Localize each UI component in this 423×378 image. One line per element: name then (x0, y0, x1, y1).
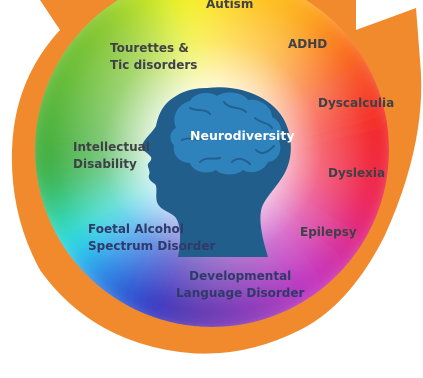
label-dyscalculia: Dyscalculia (318, 96, 395, 110)
center-label: Neurodiversity (190, 128, 295, 143)
label-autism: Autism (206, 0, 254, 11)
label-intellectual-disability: Intellectual Disability (73, 140, 150, 171)
head-with-brain-icon (141, 87, 291, 257)
label-foetal-alcohol-spectrum-disorder: Foetal Alcohol Spectrum Disorder (88, 222, 216, 253)
label-adhd: ADHD (288, 37, 328, 51)
brain-icon (170, 92, 282, 175)
label-epilepsy: Epilepsy (300, 225, 357, 239)
brain-folds (181, 101, 275, 165)
label-developmental-language-disorder: Developmental Language Disorder (176, 269, 305, 300)
label-tourettes: Tourettes & Tic disorders (110, 41, 198, 72)
label-dyslexia: Dyslexia (328, 166, 386, 180)
